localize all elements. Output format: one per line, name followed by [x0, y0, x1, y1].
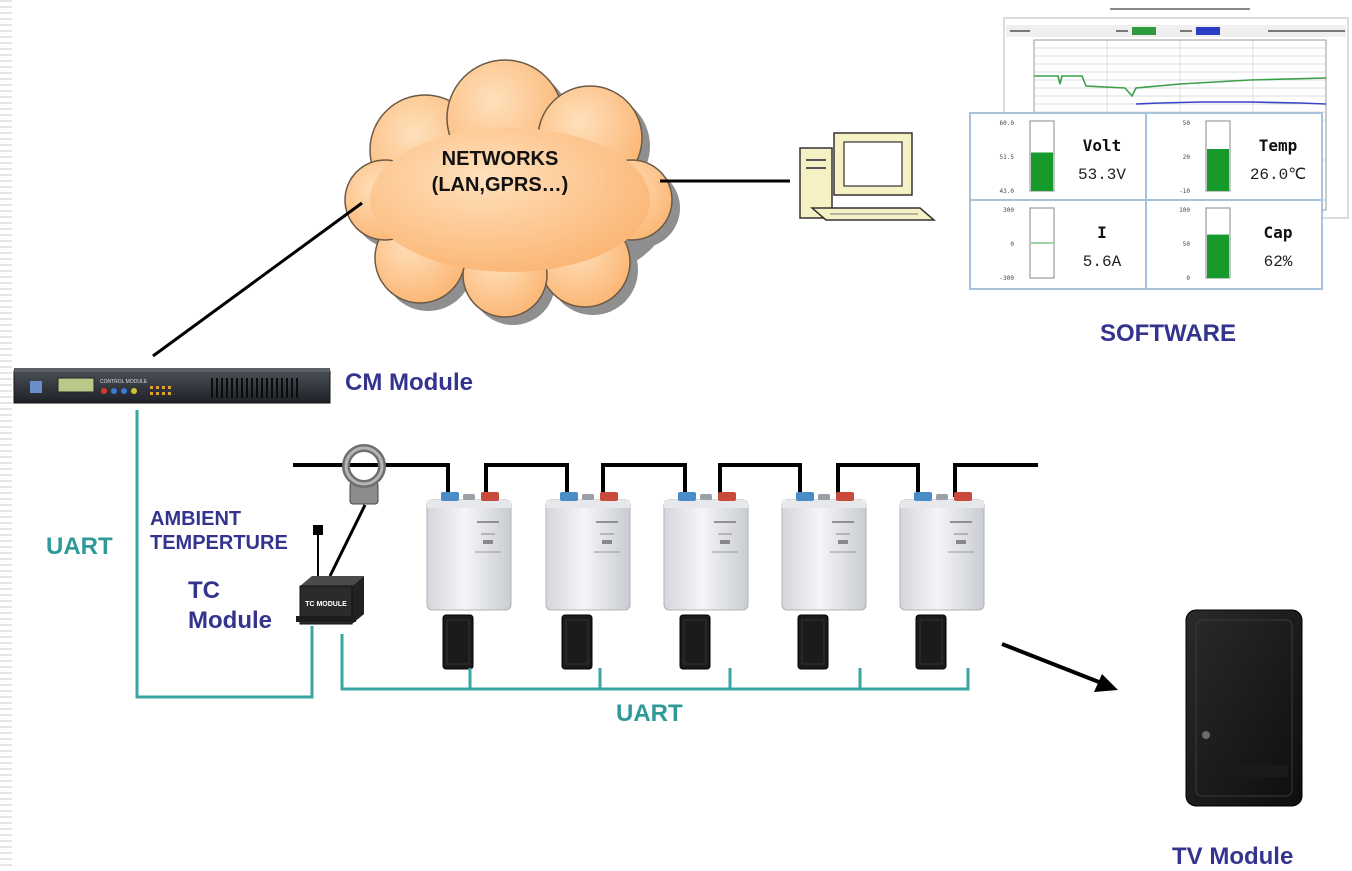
- uart-label-bottom: UART: [616, 700, 683, 727]
- gauge-value: 26.0℃: [1250, 166, 1306, 184]
- gauge-cap: 100 50 0 Cap 62%: [1179, 207, 1293, 282]
- monitor-module-icon: [679, 614, 711, 670]
- gauge-tick-label: 50: [1183, 120, 1191, 127]
- gauge-fill: [1207, 149, 1229, 191]
- monitor-module-icon: [442, 614, 474, 670]
- gauge-tick-label: 0: [1186, 275, 1190, 282]
- gauge-tick-label: 300: [1003, 207, 1014, 214]
- cloud-line-2: (LAN,GPRS…): [431, 174, 569, 196]
- sensor-tc-link: [328, 504, 367, 577]
- tc-box-label: TC MODULE: [305, 601, 347, 608]
- cm-panel-title: CONTROL MODULE: [100, 379, 148, 385]
- power-bus: [293, 463, 1038, 497]
- legend-swatch-blue: [1196, 27, 1220, 35]
- gauge-volt: 60.0 51.5 43.0 Volt 53.3V: [1000, 120, 1127, 195]
- battery-icon: [781, 492, 867, 670]
- tc-module-icon: TC MODULE: [296, 576, 364, 625]
- gauge-tick-label: -300: [1000, 275, 1015, 282]
- gauge-tick-label: 0: [1010, 241, 1014, 248]
- rack-module-icon: CONTROL MODULE: [13, 368, 331, 404]
- gauge-tick-label: 100: [1179, 207, 1190, 214]
- ambient-probe-icon: [313, 525, 323, 535]
- uart-label-left: UART: [46, 533, 113, 560]
- cloud-line-1: NETWORKS: [441, 148, 559, 170]
- ambient-temperature-label: AMBIENT TEMPERTURE: [150, 507, 288, 555]
- tv-module-icon: [1185, 609, 1303, 807]
- monitor-module-icon: [915, 614, 947, 670]
- gauge-value: 5.6A: [1083, 253, 1122, 271]
- slide-edge-strip: [0, 0, 12, 870]
- battery-icon: [899, 492, 985, 670]
- monitor-module-icon: [561, 614, 593, 670]
- gauge-name: Cap: [1264, 223, 1293, 242]
- current-sensor-icon: [342, 444, 386, 505]
- uart-wiring: [135, 410, 970, 699]
- monitor-module-icon: [797, 614, 829, 670]
- tc-module-label: TC Module: [188, 576, 272, 636]
- chart-line-current: [1135, 101, 1327, 105]
- gauge-name: Volt: [1083, 136, 1122, 155]
- battery-icon: [663, 492, 749, 670]
- gauge-tick-label: 50: [1183, 241, 1191, 248]
- ambient-line-1: AMBIENT: [150, 508, 242, 530]
- cm-module-label: CM Module: [345, 369, 473, 396]
- tc-line-2: Module: [188, 607, 272, 634]
- tc-line-1: TC: [188, 577, 220, 604]
- gauge-name: I: [1097, 223, 1107, 242]
- network-cloud-label: NETWORKS (LAN,GPRS…): [400, 146, 600, 198]
- gauge-fill: [1207, 234, 1229, 278]
- ambient-line-2: TEMPERTURE: [150, 532, 288, 554]
- gauge-tick-label: 43.0: [1000, 188, 1015, 195]
- gauge-value: 62%: [1264, 253, 1293, 271]
- gauge-tick-label: 60.0: [1000, 120, 1015, 127]
- cloud-icon: [344, 59, 680, 325]
- cm-lcd-display: [57, 377, 95, 393]
- battery-string: [426, 492, 985, 670]
- gauge-name: Temp: [1259, 136, 1298, 155]
- gauge-i: 300 0 -300 I 5.6A: [1000, 207, 1122, 282]
- legend-swatch-green: [1132, 27, 1156, 35]
- gauge-value: 53.3V: [1078, 166, 1126, 184]
- gauge-tick-label: -10: [1179, 188, 1190, 195]
- software-label: SOFTWARE: [1100, 320, 1236, 347]
- tv-module-label: TV Module: [1172, 843, 1294, 870]
- gauge-tick-label: 51.5: [1000, 154, 1015, 161]
- software-gauge-panel: 60.0 51.5 43.0 Volt 53.3V 50 20 -10 Temp 26.0℃ 300…: [969, 112, 1323, 290]
- gauge-tick-label: 20: [1183, 154, 1191, 161]
- cm-network-link: [152, 201, 363, 358]
- chart-line-voltage: [1034, 75, 1327, 98]
- gauge-temp: 50 20 -10 Temp 26.0℃: [1179, 120, 1306, 195]
- gauge-fill: [1031, 152, 1053, 191]
- battery-icon: [426, 492, 512, 670]
- battery-icon: [545, 492, 631, 670]
- arrow-to-tv: [1001, 642, 1118, 692]
- computer-icon: [799, 132, 937, 221]
